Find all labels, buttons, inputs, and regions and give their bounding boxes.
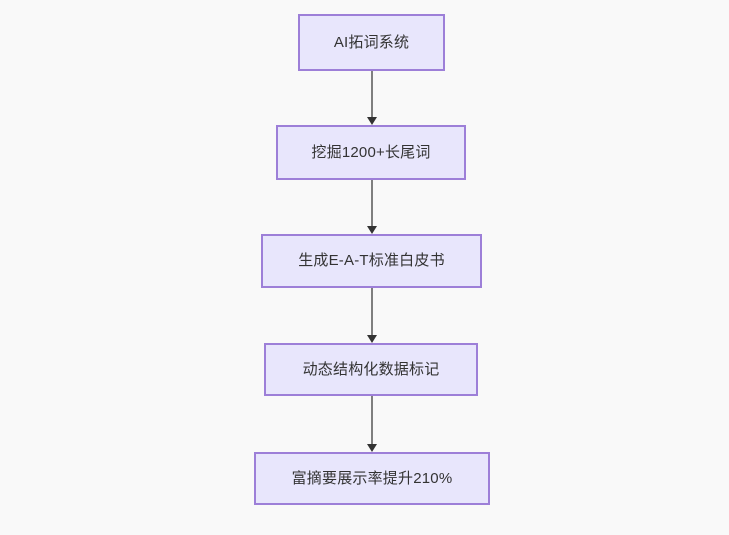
edge-line [371, 288, 373, 335]
arrowhead-icon [367, 335, 377, 343]
edge-line [371, 71, 373, 117]
flow-node-rich-snippet-impression-lift[interactable]: 富摘要展示率提升210% [254, 452, 490, 505]
flow-node-generate-eat-whitepaper[interactable]: 生成E-A-T标准白皮书 [261, 234, 482, 288]
edge-line [371, 180, 373, 226]
flow-node-mine-longtail-keywords[interactable]: 挖掘1200+长尾词 [276, 125, 466, 180]
arrowhead-icon [367, 226, 377, 234]
arrowhead-icon [367, 117, 377, 125]
flow-node-label: 富摘要展示率提升210% [291, 469, 453, 487]
flow-node-label: AI拓词系统 [333, 33, 410, 51]
flow-node-label: 动态结构化数据标记 [302, 360, 440, 378]
flow-node-label: 生成E-A-T标准白皮书 [298, 252, 445, 269]
flow-node-dynamic-structured-data-markup[interactable]: 动态结构化数据标记 [264, 343, 478, 396]
arrowhead-icon [367, 444, 377, 452]
flow-node-label: 挖掘1200+长尾词 [311, 143, 431, 161]
edge-line [371, 396, 373, 444]
flow-node-ai-keyword-system[interactable]: AI拓词系统 [298, 14, 445, 71]
